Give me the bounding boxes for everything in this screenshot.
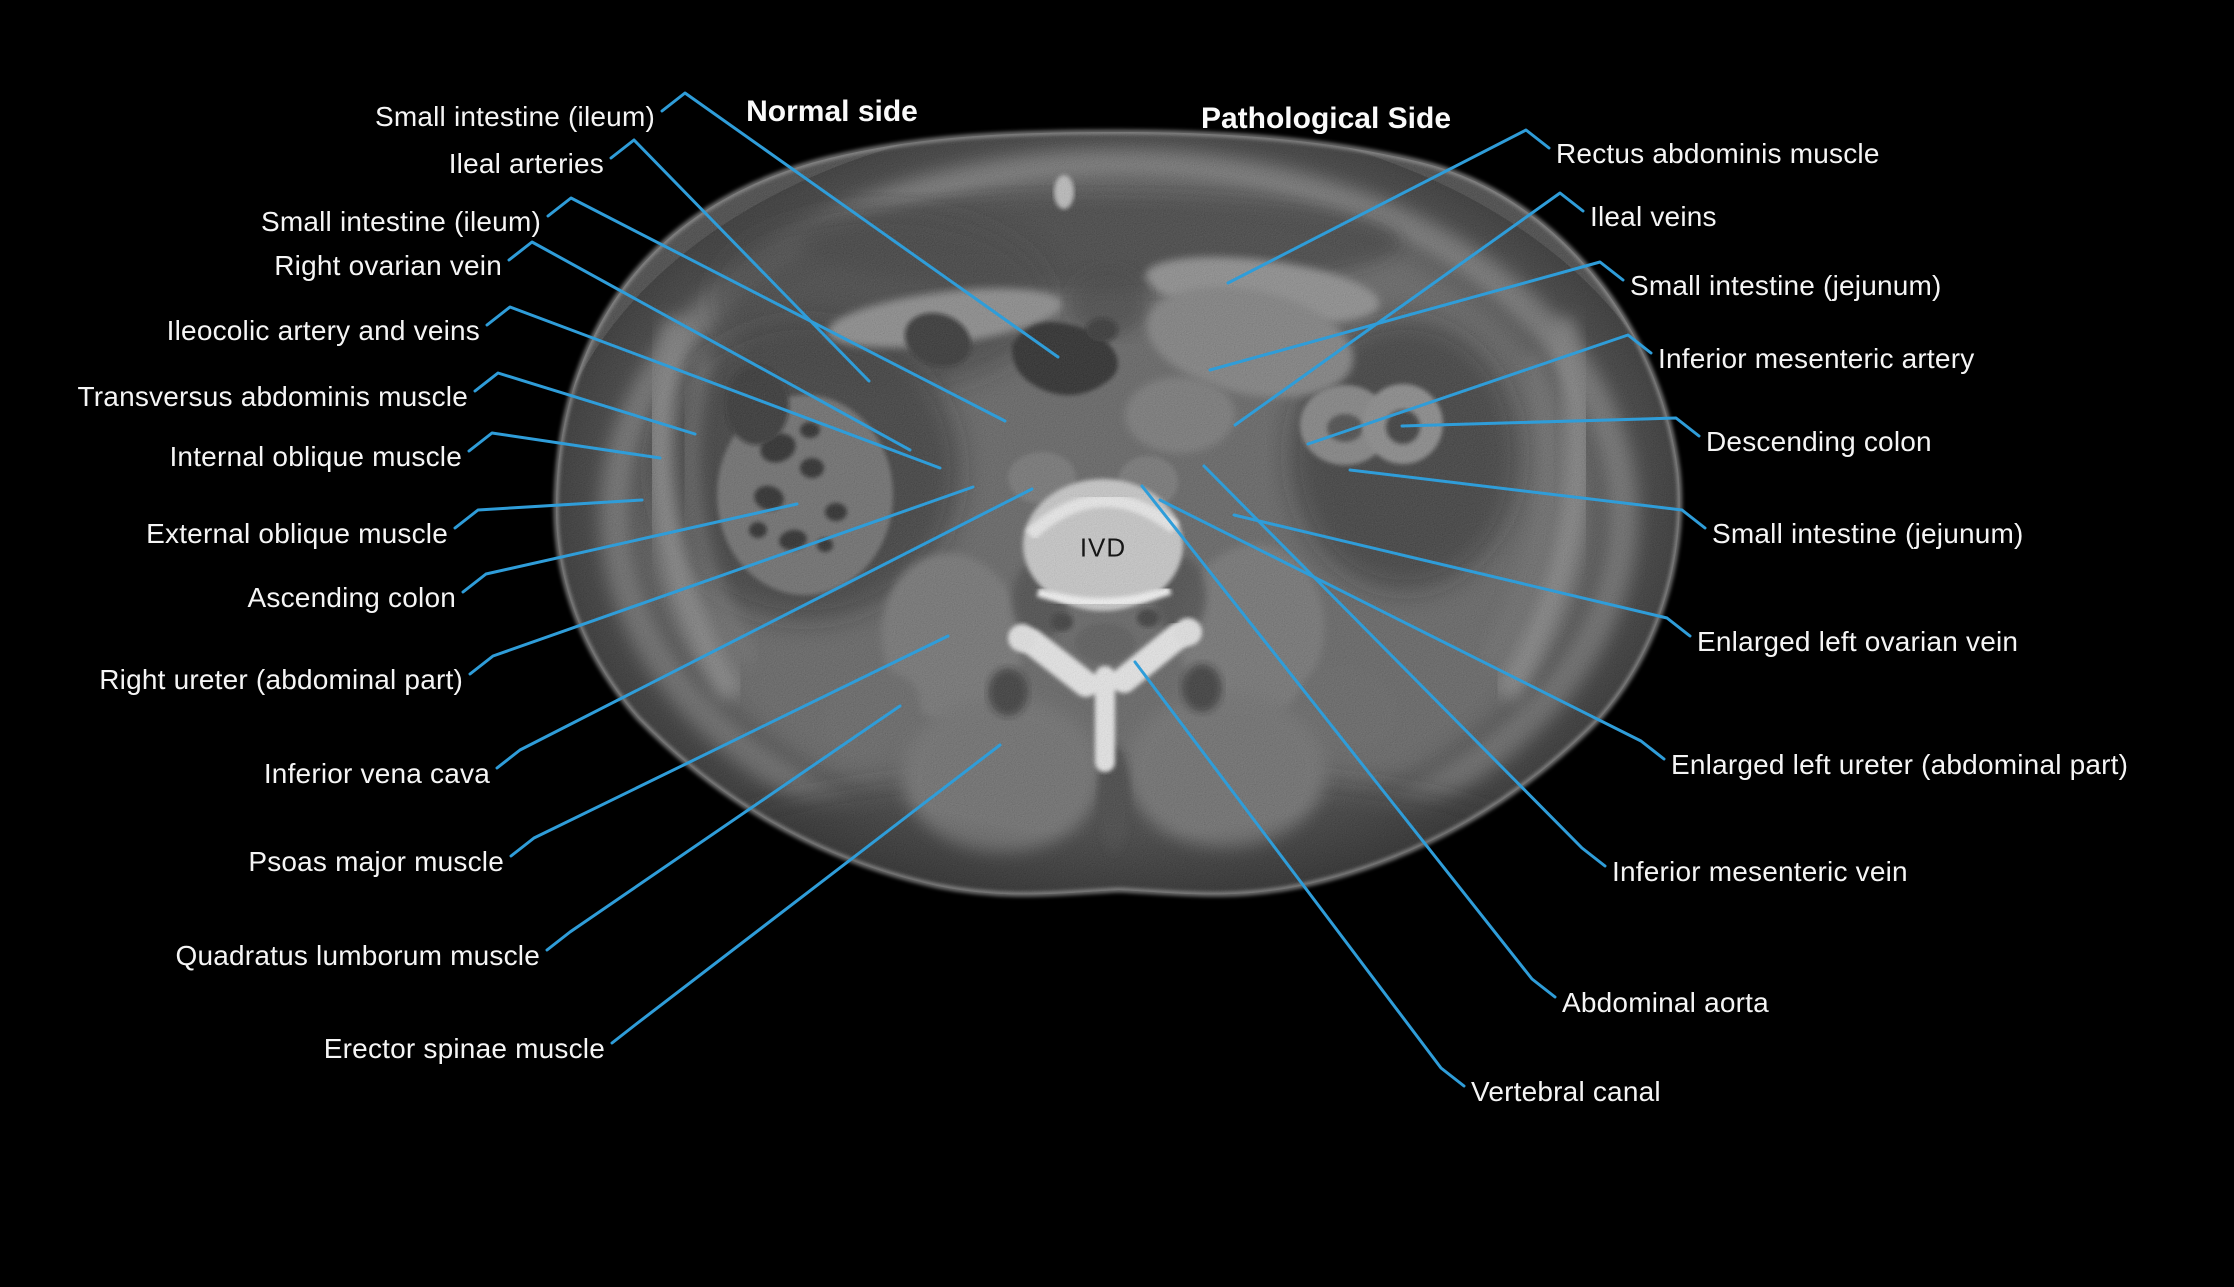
leader-line-right-0 [1226,128,1551,285]
leader-line-right-5 [1348,468,1707,530]
leader-line-right-1 [1233,191,1585,427]
leader-line-left-0 [660,91,1060,359]
leader-line-left-13 [610,743,1002,1045]
leader-line-left-11 [509,634,950,858]
leader-line-right-2 [1208,260,1625,372]
leader-line-right-10 [1133,660,1466,1088]
leader-line-left-5 [473,371,697,436]
leader-line-left-2 [546,196,1007,423]
leader-line-right-7 [1158,498,1666,761]
normal-side-title: Normal side [746,95,918,128]
leader-line-left-9 [468,485,975,676]
leader-line-left-6 [467,431,662,460]
leader-line-left-7 [453,498,644,530]
leader-line-right-4 [1400,416,1701,438]
body-outline [554,130,1682,897]
leader-line-left-4 [485,305,942,470]
pathological-side-title: Pathological Side [1200,102,1452,135]
leader-line-left-12 [545,704,902,952]
leader-line-right-6 [1232,513,1692,638]
leader-line-left-3 [507,240,912,452]
leader-line-right-8 [1202,464,1607,868]
leader-line-left-8 [461,502,799,594]
leader-line-left-10 [495,487,1034,770]
leader-line-left-1 [609,138,871,383]
leader-line-right-9 [1140,484,1557,999]
leader-lines-layer [453,91,1707,1088]
leader-line-right-3 [1306,333,1653,446]
ivd-label: IVD [1079,532,1127,563]
